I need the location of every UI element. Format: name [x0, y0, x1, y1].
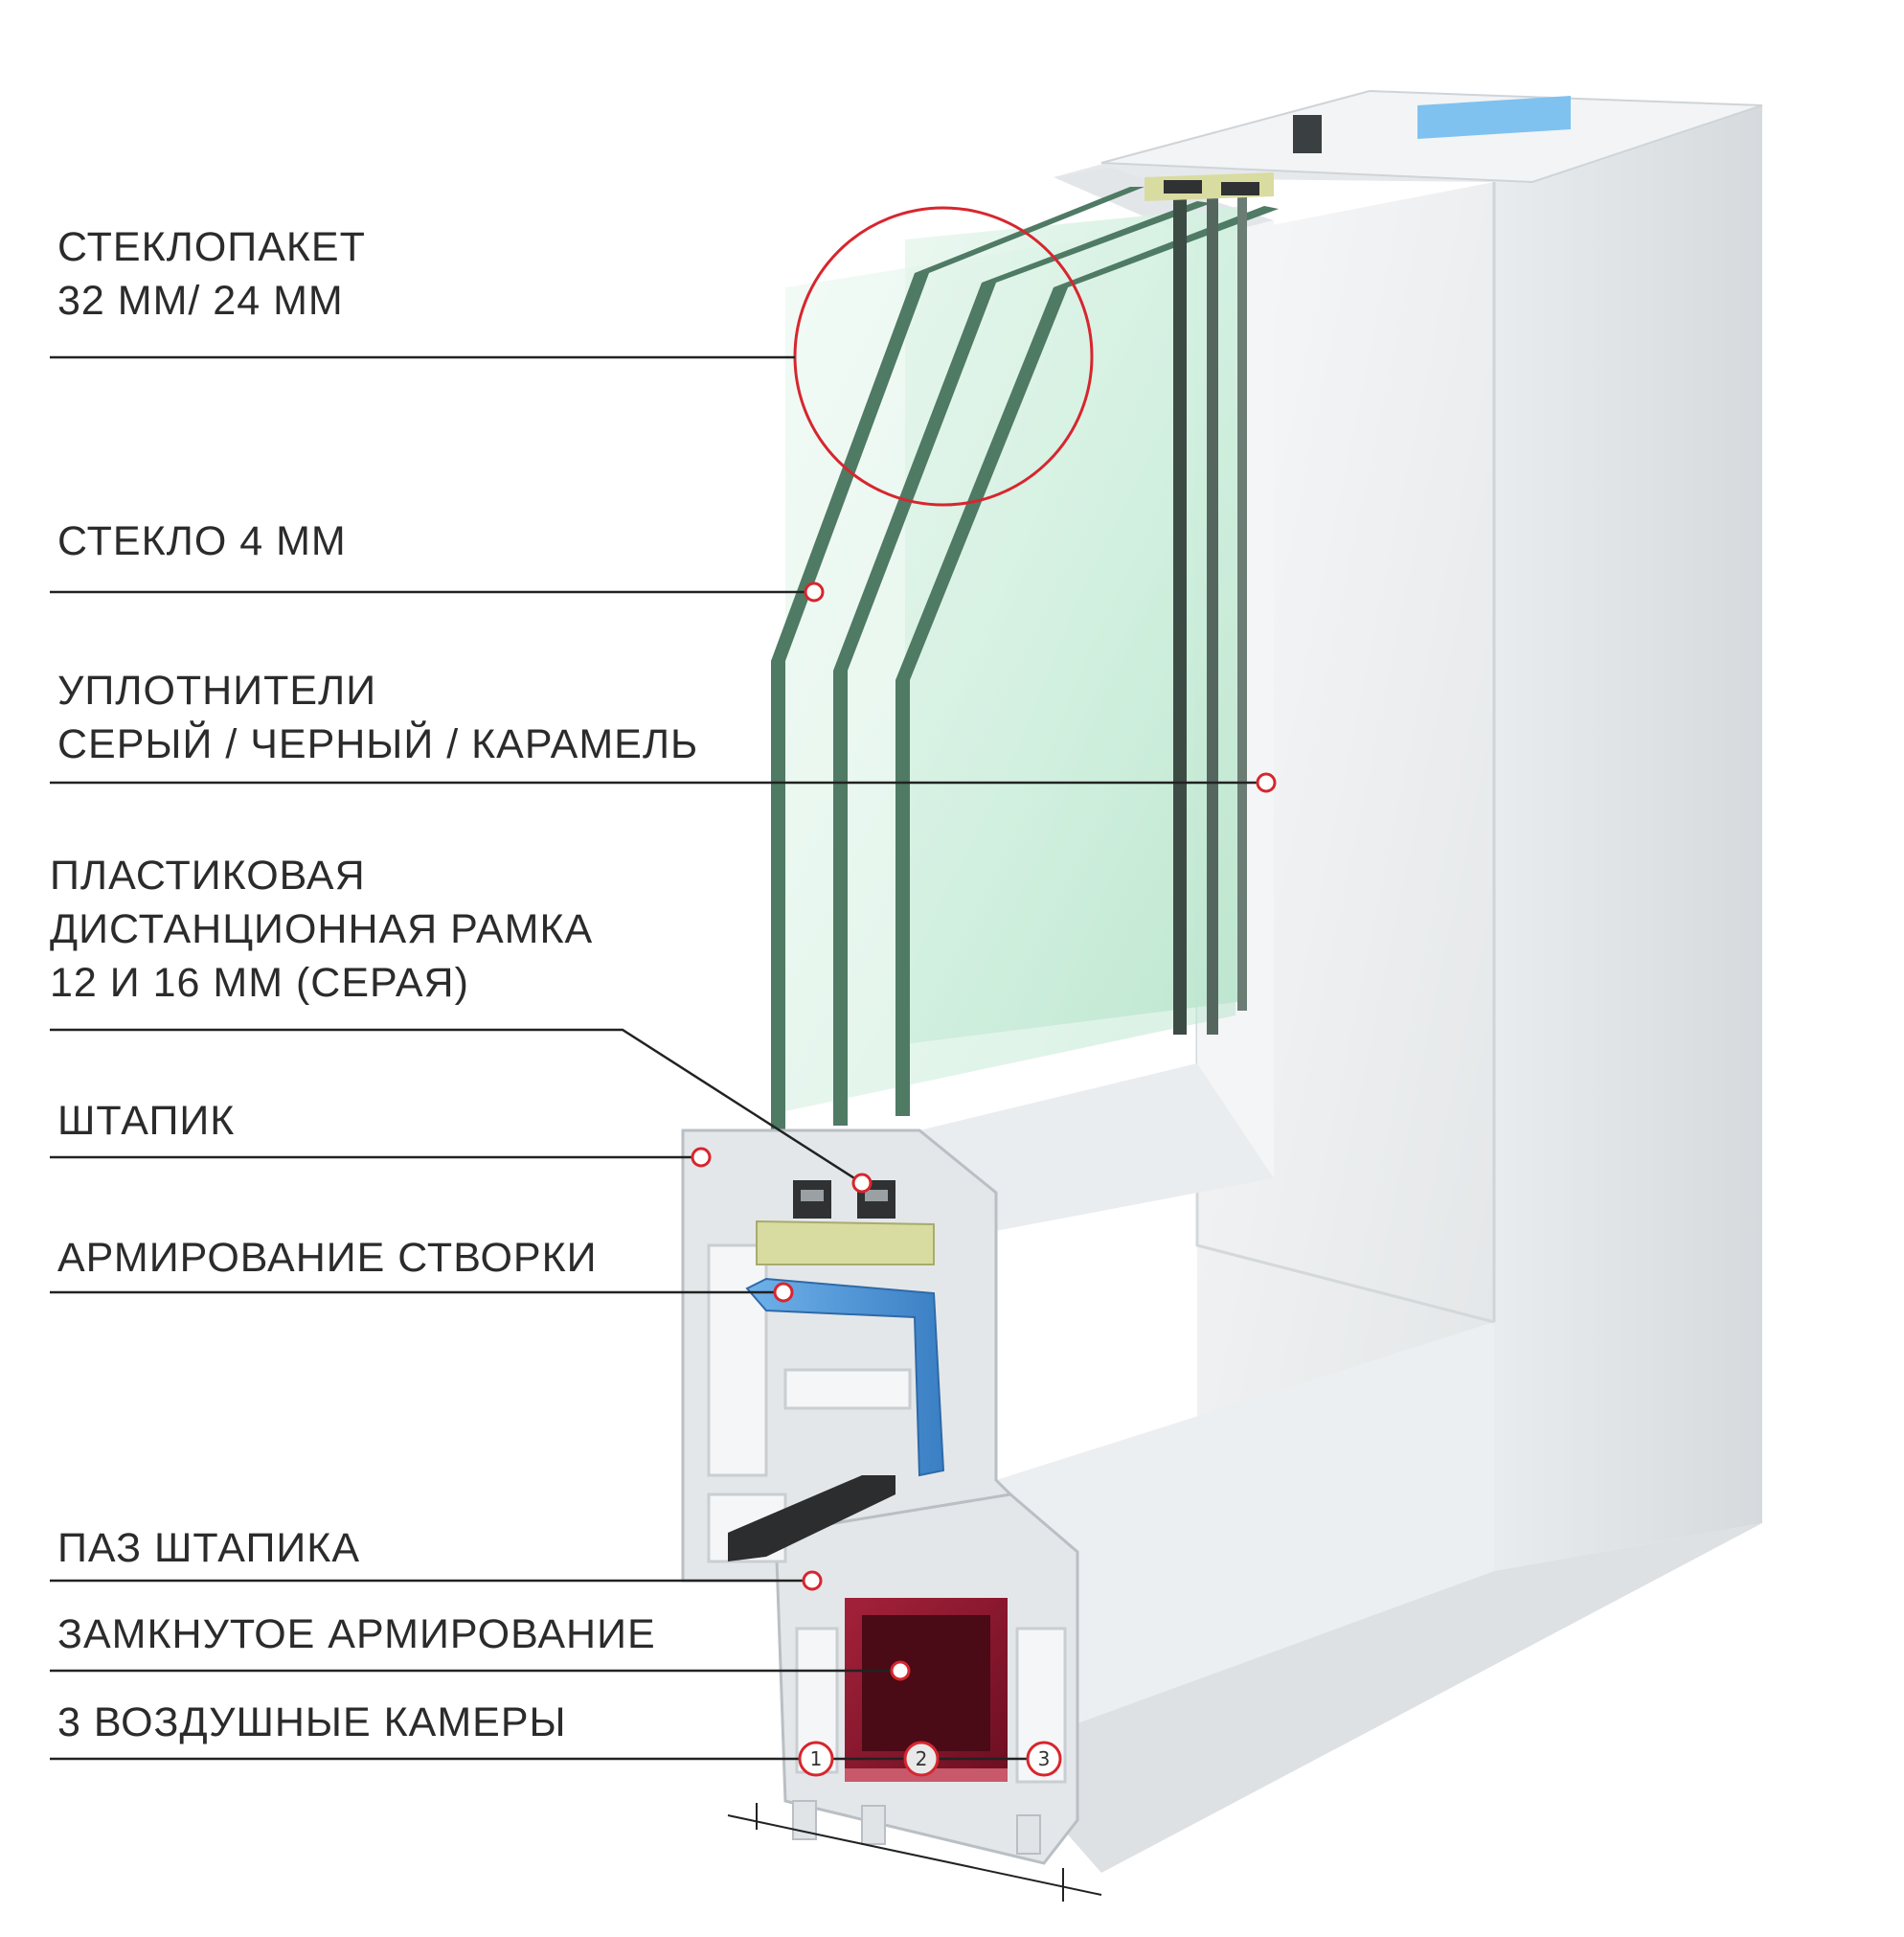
marker-dot-glass [804, 581, 825, 603]
marker-dots [691, 581, 1277, 1681]
marker-dot-spacer [851, 1173, 873, 1194]
marker-dot-seals [1256, 772, 1277, 793]
bottom-profile-section [681, 1128, 1102, 1902]
label-closed-reinforcement: ЗАМКНУТОЕ АРМИРОВАНИЕ [57, 1607, 656, 1661]
chamber-badge-2 [903, 1741, 940, 1777]
label-glass-unit-line-2: 32 ММ/ 24 ММ [57, 278, 344, 324]
label-glass-line-1: СТЕКЛО 4 ММ [57, 518, 347, 564]
marker-dot-sash-reinforcement [773, 1282, 794, 1303]
label-glass: СТЕКЛО 4 ММ [57, 514, 347, 568]
label-bead: ШТАПИК [57, 1094, 235, 1148]
label-spacer-line-2: ДИСТАНЦИОННАЯ РАМКА [50, 906, 594, 952]
label-air-chambers: 3 ВОЗДУШНЫЕ КАМЕРЫ [57, 1696, 567, 1749]
chamber-badge-3 [1026, 1741, 1062, 1777]
label-bead-groove: ПАЗ ШТАПИКА [57, 1521, 360, 1575]
glass-panes [771, 187, 1279, 1130]
label-closed-reinforcement-line-1: ЗАМКНУТОЕ АРМИРОВАНИЕ [57, 1611, 656, 1657]
marker-dot-closed-reinforcement [890, 1660, 911, 1681]
label-seals-line-2: СЕРЫЙ / ЧЕРНЫЙ / КАРАМЕЛЬ [57, 721, 699, 767]
air-chamber-badges: 1 2 3 [798, 1741, 1062, 1777]
label-seals-line-1: УПЛОТНИТЕЛИ [57, 668, 377, 714]
label-bead-groove-line-1: ПАЗ ШТАПИКА [57, 1525, 361, 1571]
chamber-number-2: 2 [916, 1747, 928, 1770]
marker-dot-bead [691, 1147, 712, 1168]
label-spacer-line-1: ПЛАСТИКОВАЯ [50, 853, 366, 899]
label-seals: УПЛОТНИТЕЛИ СЕРЫЙ / ЧЕРНЫЙ / КАРАМЕЛЬ [57, 664, 698, 771]
label-sash-reinforcement-line-1: АРМИРОВАНИЕ СТВОРКИ [57, 1235, 598, 1281]
marker-dot-bead-groove [802, 1570, 823, 1591]
label-bead-line-1: ШТАПИК [57, 1098, 236, 1144]
label-air-chambers-line-1: 3 ВОЗДУШНЫЕ КАМЕРЫ [57, 1699, 567, 1745]
label-glass-unit: СТЕКЛОПАКЕТ 32 ММ/ 24 ММ [57, 220, 366, 328]
chamber-badge-1 [798, 1741, 834, 1777]
label-sash-reinforcement: АРМИРОВАНИЕ СТВОРКИ [57, 1231, 598, 1285]
chamber-number-3: 3 [1038, 1747, 1051, 1770]
label-glass-unit-line-1: СТЕКЛОПАКЕТ [57, 224, 366, 270]
label-spacer-line-3: 12 И 16 ММ (СЕРАЯ) [50, 960, 469, 1006]
chamber-number-1: 1 [810, 1747, 823, 1770]
top-profile-section [1100, 89, 1763, 201]
label-spacer: ПЛАСТИКОВАЯ ДИСТАНЦИОННАЯ РАМКА 12 И 16 … [50, 849, 593, 1010]
leader-line-spacer [50, 1028, 863, 1185]
leader-lines [50, 355, 1266, 1761]
